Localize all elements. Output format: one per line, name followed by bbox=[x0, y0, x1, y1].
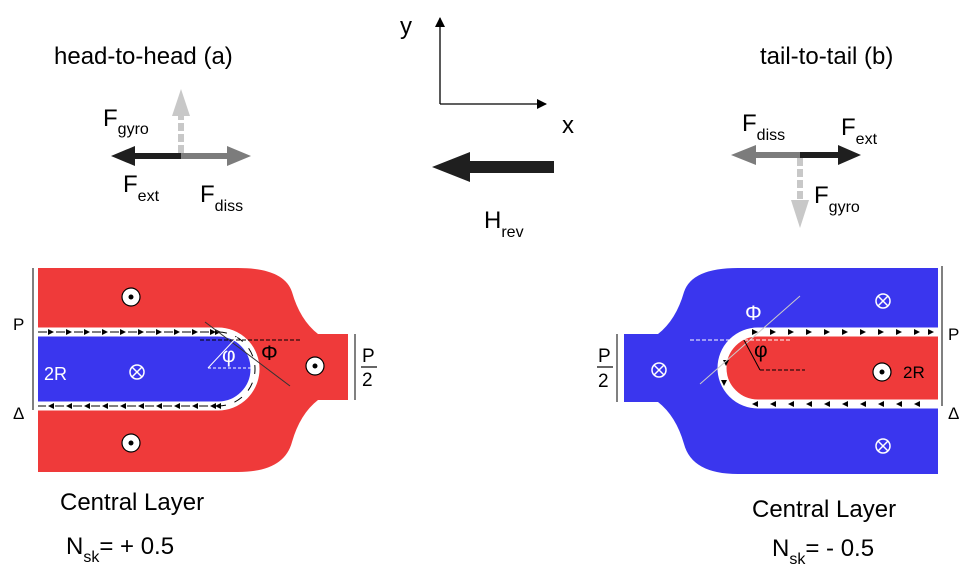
panel-a-structure: Φ φ 2R P Δ P 2 bbox=[13, 268, 377, 472]
domain-wall-b bbox=[717, 327, 938, 409]
panel-b-structure: Φ φ 2R P Δ P 2 bbox=[597, 266, 959, 474]
nsk-label-a: Nsk= + 0.5 bbox=[66, 533, 174, 566]
f-gyro-label-a: Fgyro bbox=[103, 105, 149, 138]
frac-den-b: 2 bbox=[598, 371, 609, 392]
f-ext-label-b: Fext bbox=[841, 114, 878, 148]
coordinate-axes: y x bbox=[400, 13, 574, 139]
f-diss-arrow-a bbox=[181, 153, 229, 159]
nsk-label-b: Nsk= - 0.5 bbox=[772, 535, 874, 568]
phi-big-label-a: Φ bbox=[261, 342, 278, 365]
f-diss-label-a: Fdiss bbox=[200, 181, 243, 215]
cross-symbol-b-bottom bbox=[875, 438, 891, 454]
panel-b-caption: Central Layer Nsk= - 0.5 bbox=[752, 496, 896, 568]
f-ext-arrow-a bbox=[133, 153, 181, 159]
dot-symbol-a-right bbox=[305, 356, 325, 376]
panel-a-title: head-to-head (a) bbox=[54, 43, 233, 70]
cross-symbol-b-left bbox=[651, 362, 667, 378]
2r-label-b: 2R bbox=[903, 363, 925, 382]
p-label-a: P bbox=[13, 315, 24, 334]
phi-small-label-b: φ bbox=[754, 339, 768, 362]
delta-label-b: Δ bbox=[948, 404, 959, 423]
blue-stripe-a bbox=[38, 332, 255, 406]
f-diss-label-b: Fdiss bbox=[742, 110, 785, 144]
f-ext-arrow-b bbox=[800, 152, 840, 158]
h-rev-arrow: Hrev bbox=[432, 152, 554, 241]
wall-arrows-a bbox=[38, 328, 256, 409]
y-axis-label: y bbox=[400, 13, 412, 40]
panel-a-caption: Central Layer Nsk= + 0.5 bbox=[60, 489, 204, 566]
cross-symbol-b-top bbox=[875, 293, 891, 309]
delta-label-a: Δ bbox=[13, 404, 24, 423]
f-diss-arrow-b bbox=[754, 152, 800, 158]
f-ext-label-a: Fext bbox=[123, 171, 160, 205]
layer-label-a: Central Layer bbox=[60, 489, 204, 516]
2r-label-a: 2R bbox=[44, 364, 67, 384]
frac-num-a: P bbox=[362, 346, 375, 367]
dot-symbol-a-top bbox=[121, 287, 141, 307]
h-rev-label: Hrev bbox=[484, 207, 524, 241]
phi-small-label-a: φ bbox=[222, 344, 236, 367]
dot-symbol-b bbox=[872, 362, 892, 382]
panel-b-forces: tail-to-tail (b) Fdiss Fext Fgyro bbox=[731, 43, 893, 228]
cross-symbol-a bbox=[129, 364, 145, 380]
frac-num-b: P bbox=[598, 346, 611, 367]
panel-b-title: tail-to-tail (b) bbox=[760, 43, 893, 70]
p-label-b: P bbox=[948, 325, 959, 344]
phi-big-label-b: Φ bbox=[745, 302, 762, 325]
f-gyro-label-b: Fgyro bbox=[814, 182, 860, 216]
wall-arrow-ticks-a bbox=[48, 329, 216, 409]
panel-a-forces: head-to-head (a) Fgyro Fext Fdiss bbox=[54, 43, 251, 215]
layer-label-b: Central Layer bbox=[752, 496, 896, 523]
wall-arrow-ticks-b bbox=[721, 329, 934, 407]
frac-den-a: 2 bbox=[362, 370, 373, 391]
x-axis-label: x bbox=[562, 112, 574, 139]
red-stripe-b bbox=[722, 332, 938, 404]
tangent-line-a bbox=[204, 321, 291, 387]
dot-symbol-a-bottom bbox=[121, 433, 141, 453]
